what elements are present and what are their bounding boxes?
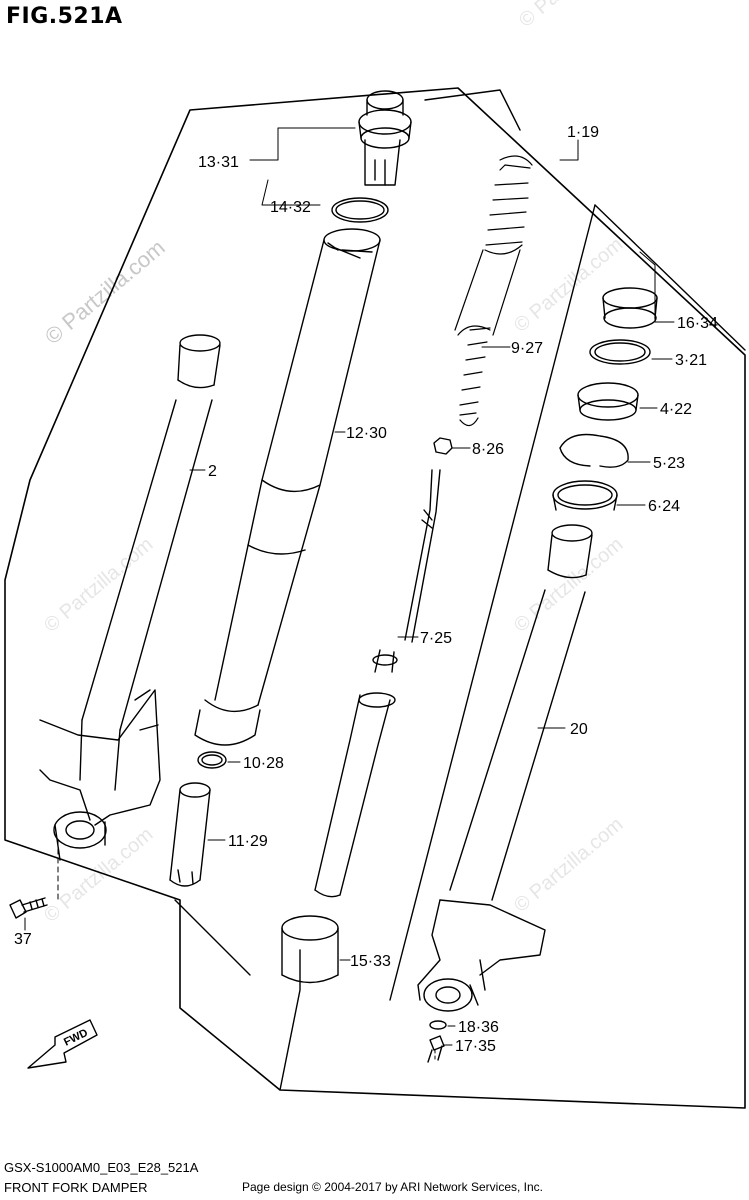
leader-lines: [24, 127, 675, 1063]
inner-boundary: [174, 899, 251, 976]
fork-spring: [454, 155, 533, 427]
lock-nut: [433, 437, 453, 455]
inner-tube-right: [449, 524, 593, 901]
diagram-caption: FRONT FORK DAMPER: [4, 1180, 148, 1195]
drain-washer: [429, 1020, 447, 1030]
retainer-clip: [559, 433, 629, 468]
spacer-ring: [552, 480, 618, 511]
callout-label: 37: [14, 931, 32, 948]
axle-pinch-bolt: [9, 897, 48, 919]
washer: [197, 751, 227, 769]
callout-label: 16·34: [677, 315, 718, 332]
inner-tube-left: [79, 334, 221, 791]
callout-label: 9·27: [511, 340, 543, 357]
callout-label: 8·26: [472, 441, 504, 458]
axle-bracket-right: [417, 899, 546, 1012]
slide-guide: [169, 782, 211, 887]
assembly-boundary: [4, 87, 746, 1109]
axle-bracket-left: [39, 689, 161, 861]
dust-seal: [602, 287, 658, 329]
damper-rod: [314, 469, 441, 898]
callout-label: 17·35: [455, 1038, 496, 1055]
drain-bolt: [427, 1035, 445, 1063]
callout-label: 13·31: [198, 154, 239, 171]
fwd-arrow-icon: FWD: [27, 1019, 98, 1069]
callout-label: 14·32: [270, 199, 311, 216]
callout-label: 1·19: [567, 124, 599, 141]
diagram-code: GSX-S1000AM0_E03_E28_521A: [4, 1160, 199, 1175]
stopper-ring: [589, 339, 651, 365]
o-ring: [331, 197, 389, 223]
callout-label: 18·36: [458, 1019, 499, 1036]
inner-boundary: [594, 204, 746, 351]
oil-seal: [577, 382, 639, 421]
callout-label: 3·21: [675, 352, 707, 369]
callout-label: 11·29: [228, 833, 268, 850]
inner-boundary: [424, 89, 521, 131]
callout-label: 7·25: [420, 630, 452, 647]
callout-label: 2: [208, 463, 217, 480]
callout-label: 20: [570, 721, 588, 738]
callout-label: 15·33: [350, 953, 391, 970]
outer-tube: [194, 228, 381, 746]
callout-label: 12·30: [346, 425, 387, 442]
callout-label: 4·22: [660, 401, 692, 418]
callout-label: 5·23: [653, 455, 685, 472]
fork-cap-bolt: [358, 90, 412, 186]
callout-label: 6·24: [648, 498, 680, 515]
inner-boundary: [279, 949, 301, 1091]
inner-boundary: [389, 204, 596, 1001]
page-credit: Page design © 2004-2017 by ARI Network S…: [242, 1180, 544, 1194]
figure-title: FIG.521A: [6, 4, 123, 29]
callout-label: 10·28: [243, 755, 284, 772]
slide-bushing: [281, 915, 339, 984]
